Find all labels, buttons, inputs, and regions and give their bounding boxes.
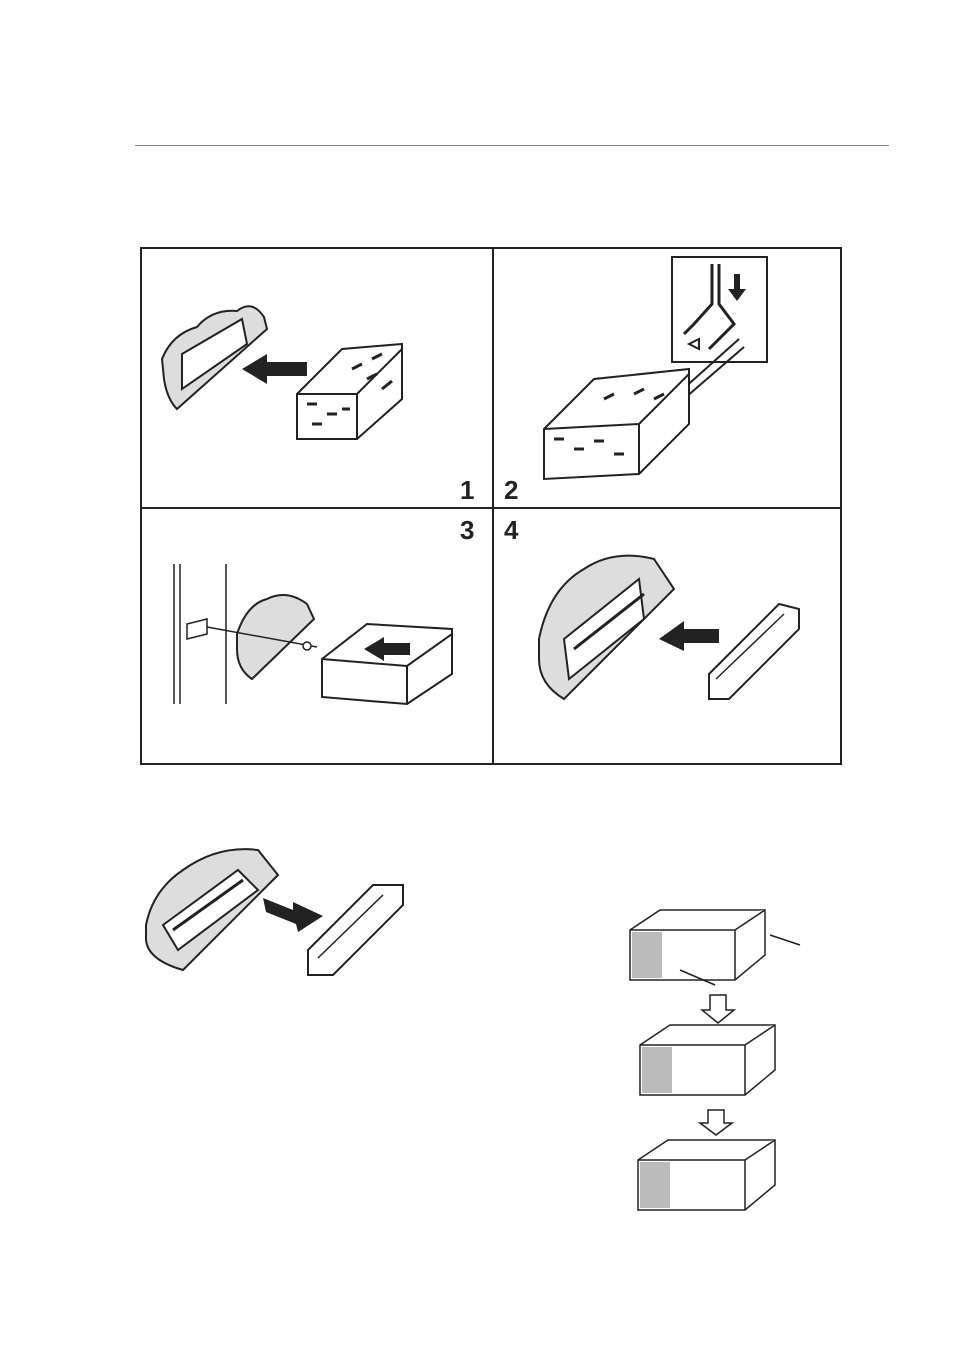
header-rule [135, 145, 889, 146]
step-4-panel: 4 [494, 509, 842, 763]
cage-into-dashboard-icon [142, 249, 492, 507]
remove-trim-frame-icon [138, 830, 418, 990]
step-number: 1 [460, 477, 474, 503]
step-number: 3 [460, 517, 474, 543]
step-1-panel: 1 [142, 249, 492, 507]
removal-figure [138, 830, 418, 990]
bend-tabs-tool-icon [494, 249, 842, 507]
keys-sequence-figure [620, 895, 820, 1220]
step-3-panel: 3 [142, 509, 492, 763]
step-2-panel: 2 [494, 249, 842, 507]
unit-into-cage-icon [142, 509, 492, 763]
installation-steps-grid: 1 2 3 [140, 247, 842, 765]
step-number: 4 [504, 517, 518, 543]
attach-trim-frame-icon [494, 509, 842, 763]
release-keys-sequence-icon [620, 895, 820, 1220]
step-number: 2 [504, 477, 518, 503]
